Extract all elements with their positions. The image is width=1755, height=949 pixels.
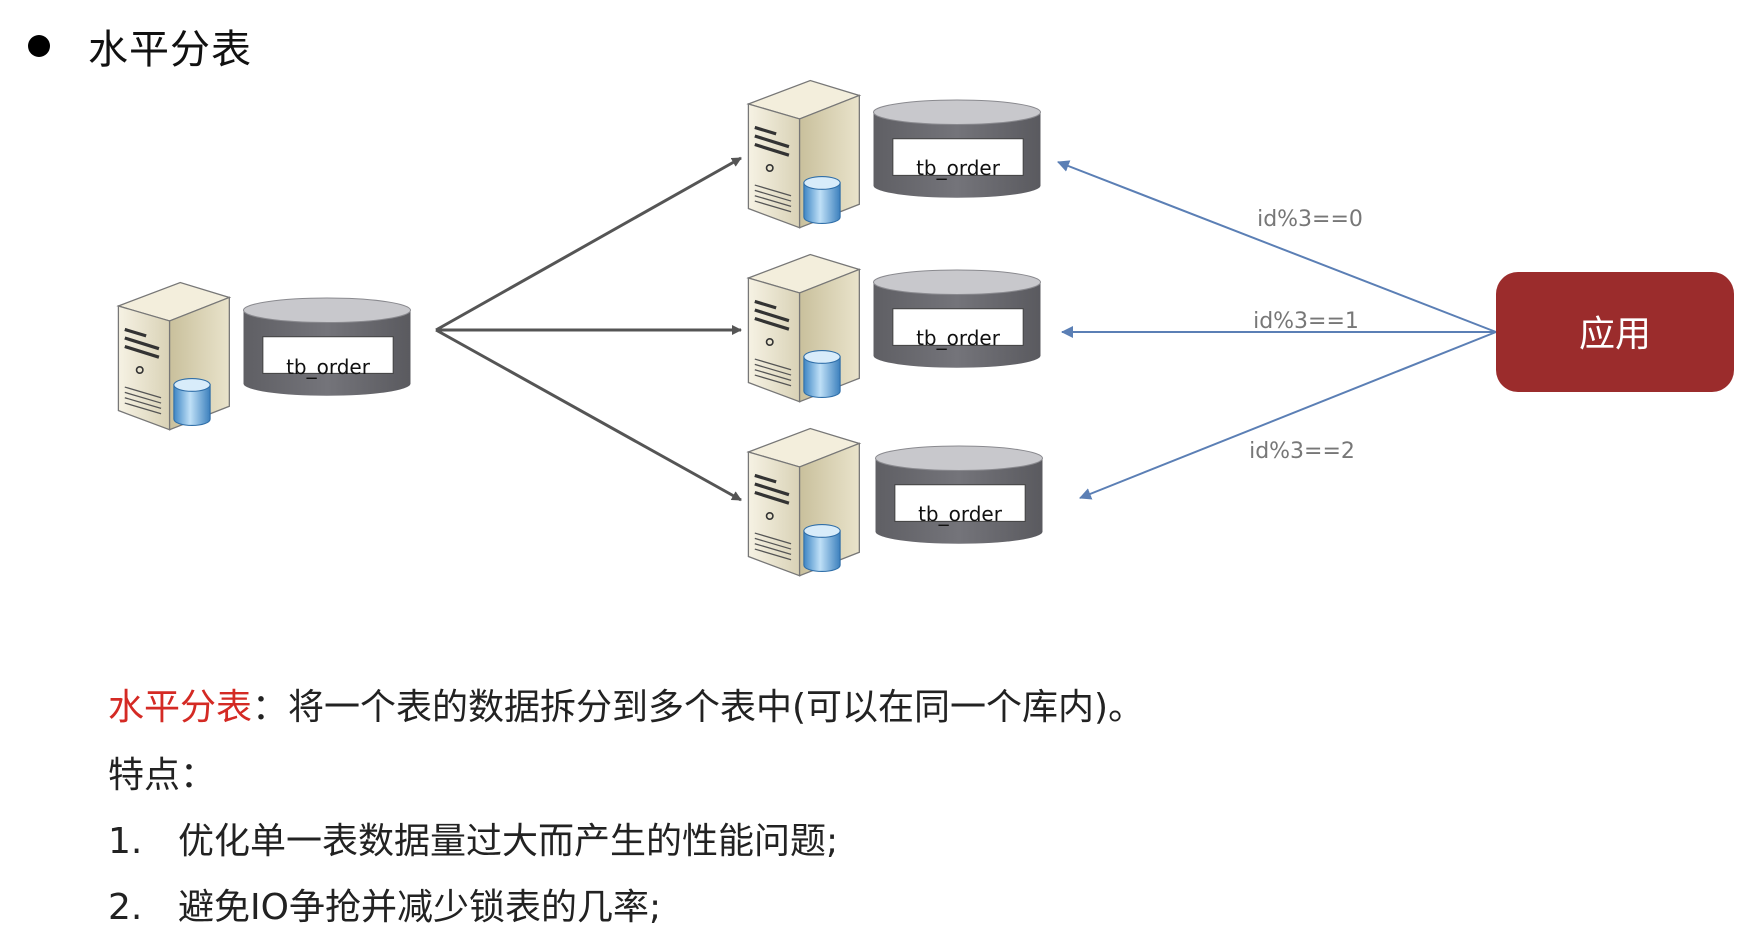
feature-item: 1. 优化单一表数据量过大而产生的性能问题;	[108, 812, 838, 864]
feature-item: 2. 避免IO争抢并减少锁表的几率;	[108, 878, 661, 930]
definition-term: 水平分表	[108, 687, 253, 728]
source-node: tb_order	[116, 280, 412, 432]
shard-node-2: tb_order	[746, 426, 1044, 578]
feature-number: 1.	[108, 821, 143, 862]
app-box	[1496, 272, 1734, 392]
route-label: id%3==1	[1253, 309, 1359, 334]
shard-node-1: tb_order	[746, 252, 1042, 404]
page-title: 水平分表	[88, 27, 252, 73]
route-arrows	[1057, 160, 1497, 500]
server-icon	[746, 426, 861, 578]
heading: 水平分表	[28, 18, 252, 74]
feature-text: 优化单一表数据量过大而产生的性能问题;	[178, 821, 839, 862]
definition-text: ：将一个表的数据拆分到多个表中(可以在同一个库内)。	[252, 687, 1145, 728]
bullet-icon	[28, 35, 50, 57]
database-icon	[872, 99, 1042, 199]
route-label: id%3==2	[1249, 439, 1355, 464]
feature-number: 2.	[108, 887, 143, 928]
sharding-diagram: tb_order tb_order tb_order tb_order id%3…	[116, 78, 1734, 578]
shard-table-label: tb_order	[916, 326, 1001, 350]
shard-node-0: tb_order	[746, 78, 1042, 230]
features-label: 特点：	[108, 755, 217, 796]
database-icon	[242, 297, 412, 397]
database-icon	[874, 445, 1044, 545]
server-icon	[746, 78, 861, 230]
route-label: id%3==0	[1257, 207, 1363, 232]
shard-table-label: tb_order	[918, 502, 1003, 526]
database-icon	[872, 269, 1042, 369]
arrow-icon	[435, 328, 742, 502]
arrow-icon	[435, 156, 742, 332]
definition-line: 水平分表：将一个表的数据拆分到多个表中(可以在同一个库内)。	[108, 678, 1144, 730]
shard-table-label: tb_order	[916, 156, 1001, 180]
feature-text: 避免IO争抢并减少锁表的几率;	[178, 887, 662, 928]
source-table-label: tb_order	[286, 355, 371, 379]
arrow-icon	[1057, 160, 1497, 333]
app-label: 应用	[1579, 314, 1651, 355]
app-node: 应用	[1496, 272, 1734, 392]
split-arrows	[435, 156, 742, 502]
server-icon	[746, 252, 861, 404]
arrow-icon	[1079, 331, 1497, 500]
server-icon	[116, 280, 231, 432]
